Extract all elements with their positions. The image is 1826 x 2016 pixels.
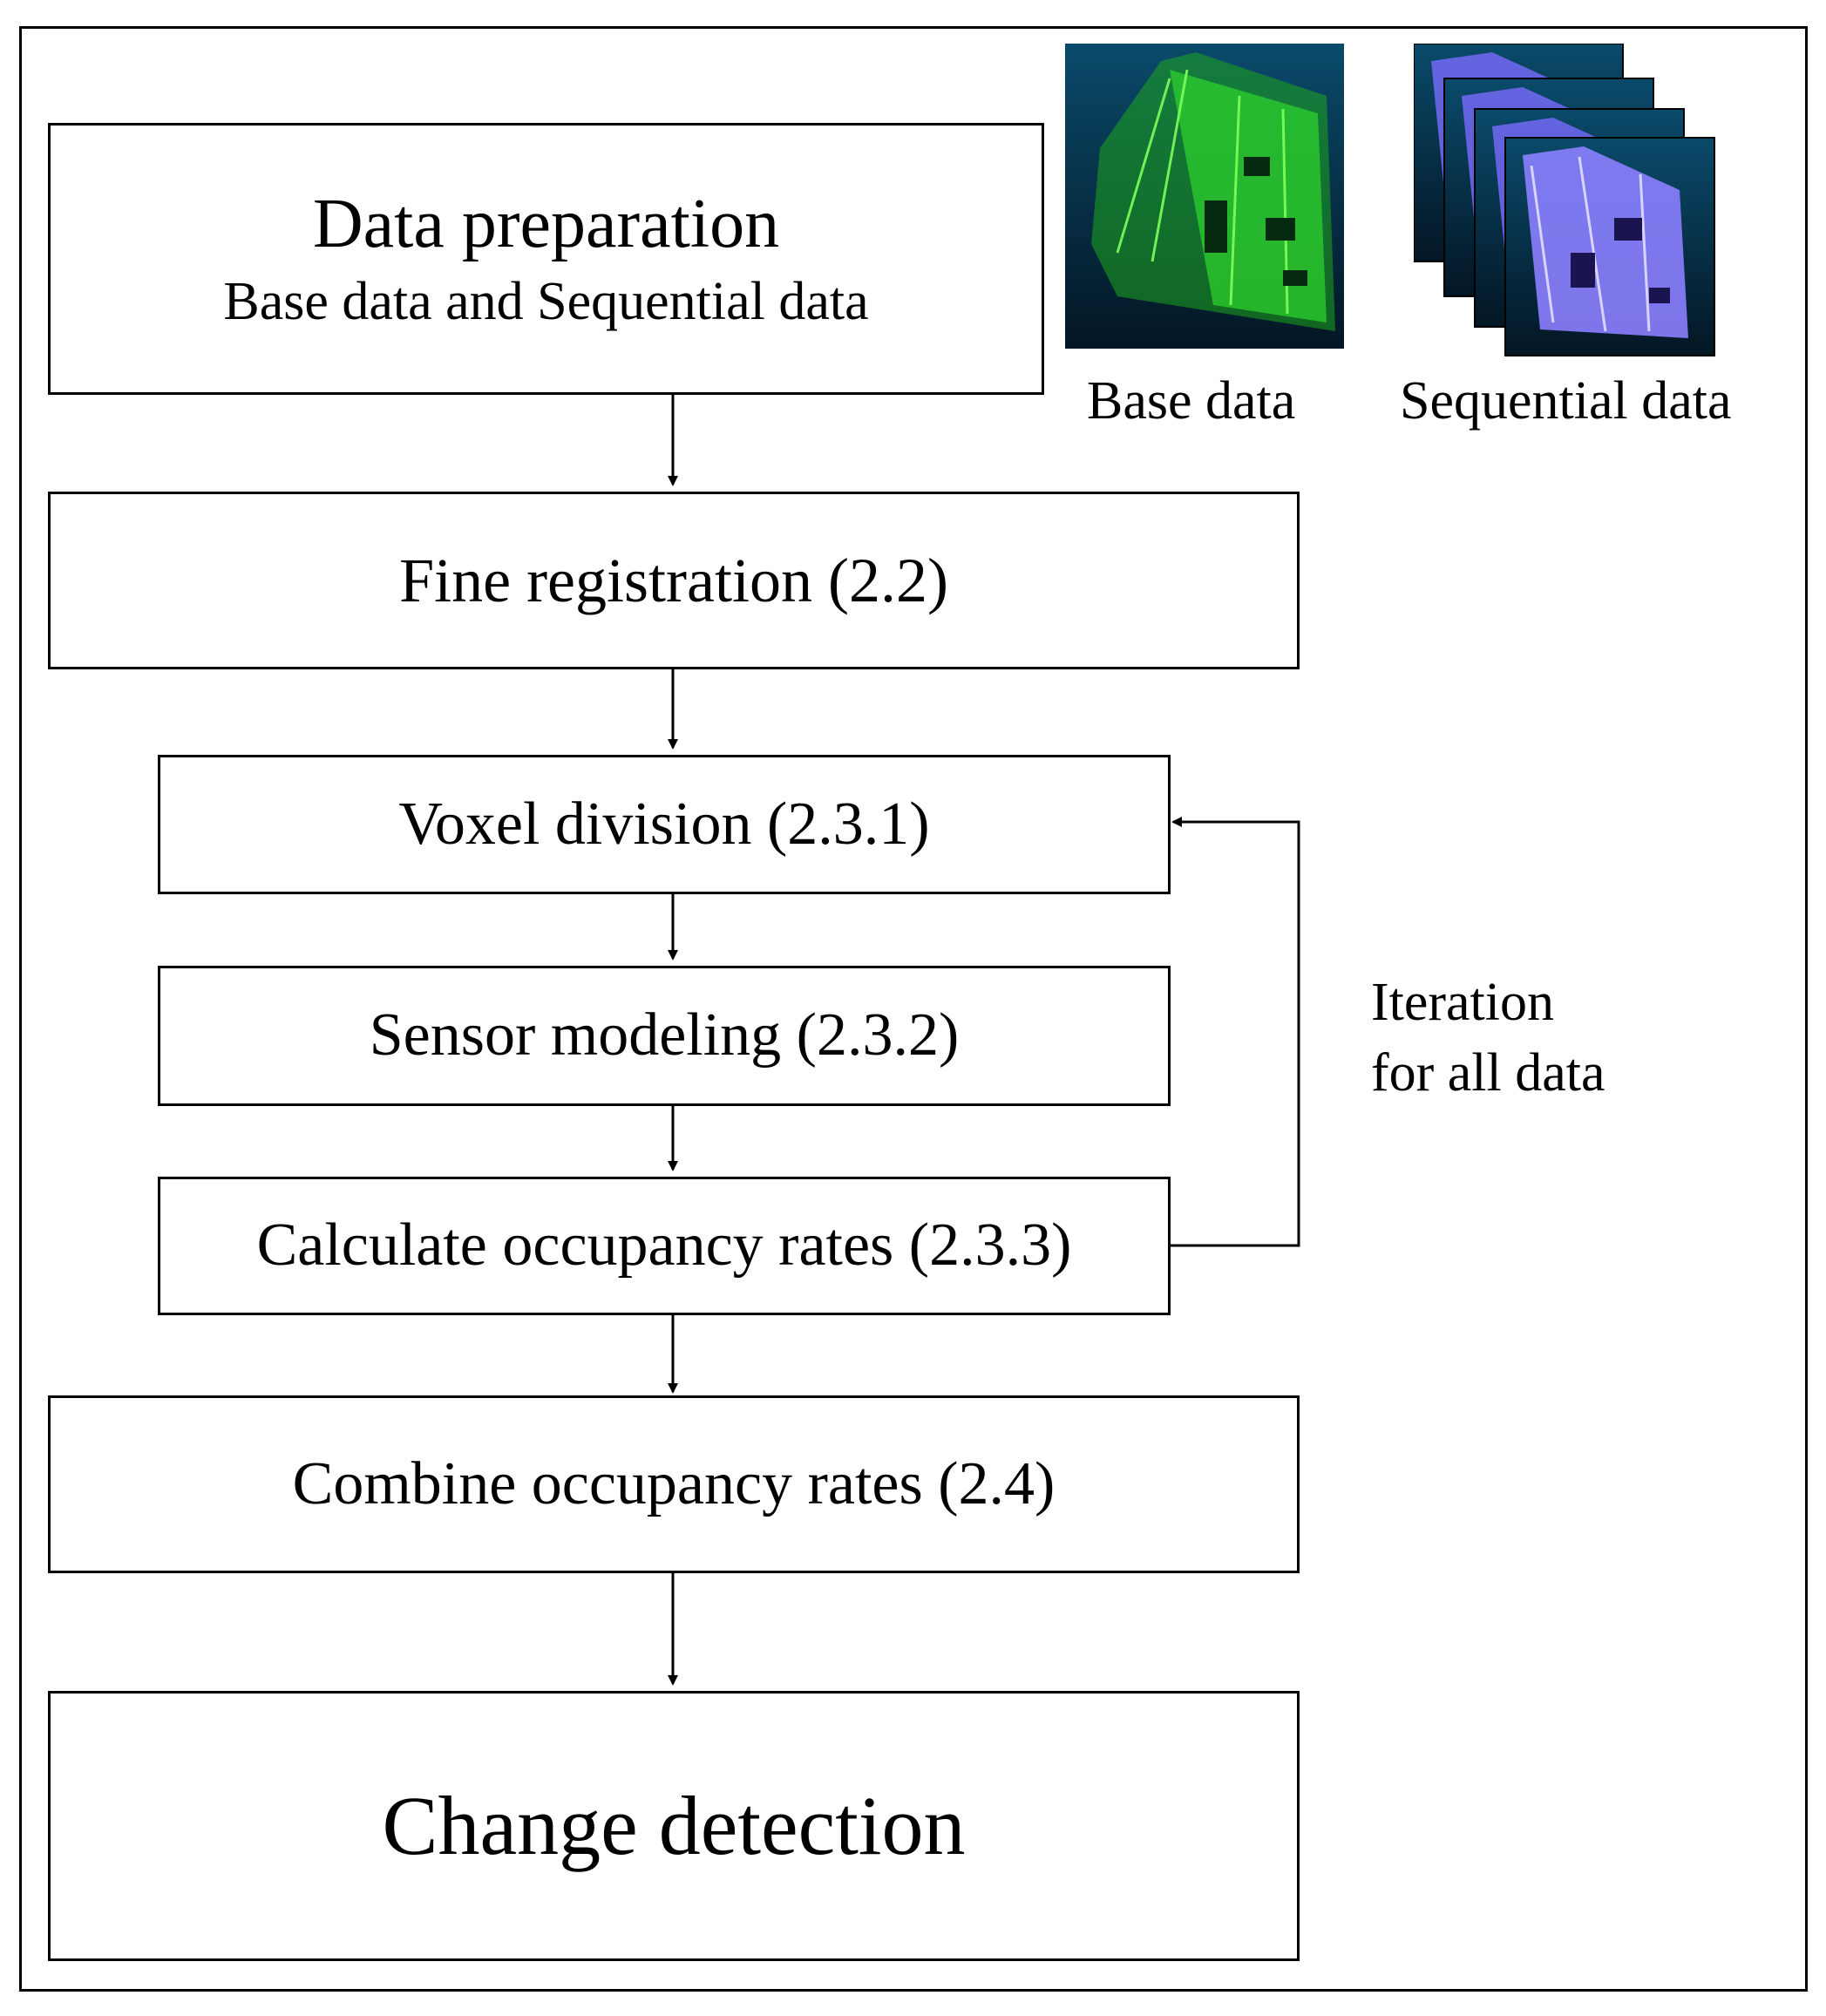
step-change-detection: Change detection bbox=[48, 1691, 1300, 1961]
step-sensor-modeling: Sensor modeling (2.3.2) bbox=[158, 966, 1171, 1106]
data-preparation-subtitle: Base data and Sequential data bbox=[223, 272, 869, 332]
step-combine-occupancy: Combine occupancy rates (2.4) bbox=[48, 1395, 1300, 1573]
voxel-division-label: Voxel division (2.3.1) bbox=[398, 790, 930, 858]
sensor-modeling-label: Sensor modeling (2.3.2) bbox=[369, 1001, 960, 1069]
base-data-caption: Base data bbox=[1087, 371, 1296, 431]
iteration-label-line2: for all data bbox=[1371, 1042, 1605, 1103]
change-detection-label: Change detection bbox=[382, 1778, 966, 1872]
step-calculate-occupancy: Calculate occupancy rates (2.3.3) bbox=[158, 1177, 1171, 1315]
sequential-data-caption: Sequential data bbox=[1400, 371, 1732, 431]
combine-occupancy-label: Combine occupancy rates (2.4) bbox=[292, 1449, 1056, 1517]
step-data-preparation: Data preparation Base data and Sequentia… bbox=[48, 123, 1044, 395]
iteration-label-line1: Iteration bbox=[1371, 973, 1555, 1032]
sequential-data-images bbox=[1414, 44, 1715, 356]
step-fine-registration: Fine registration (2.2) bbox=[48, 492, 1300, 669]
iteration-loop-arrow bbox=[1170, 817, 1300, 1247]
calculate-occupancy-label: Calculate occupancy rates (2.3.3) bbox=[256, 1212, 1072, 1280]
figure-frame bbox=[19, 26, 1808, 1992]
fine-registration-label: Fine registration (2.2) bbox=[399, 545, 948, 615]
sequential-frame-4 bbox=[1504, 137, 1715, 356]
data-preparation-title: Data preparation bbox=[312, 186, 780, 263]
step-voxel-division: Voxel division (2.3.1) bbox=[158, 755, 1171, 894]
base-data-image bbox=[1065, 44, 1344, 349]
iteration-label: Iteration for all data bbox=[1371, 967, 1605, 1108]
